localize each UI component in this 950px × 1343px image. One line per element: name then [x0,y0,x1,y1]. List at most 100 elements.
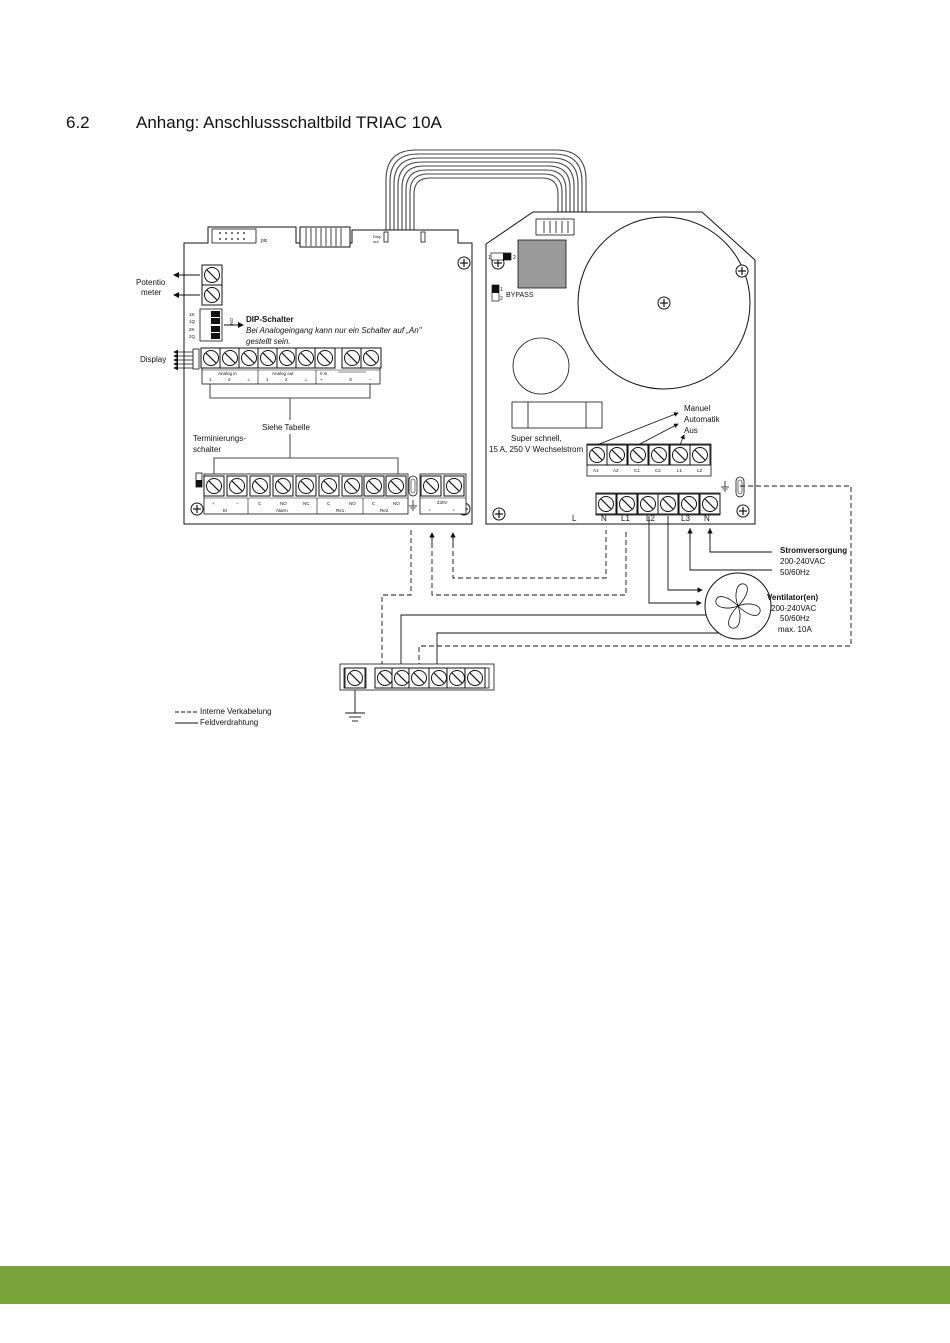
fan-title: Ventilator(en) [767,593,818,602]
group-label: EI [223,508,227,513]
group-label: Re1 [336,508,345,513]
terminal-mark: C [327,501,331,506]
power-terminal-label: N [601,514,607,523]
power-terminal-label: L3 [681,514,690,523]
power-terminal-label: N [704,514,710,523]
internal-wiring [381,485,852,667]
terminal-mark: + [212,501,215,506]
fuse-label-1: Super schnell, [511,434,562,443]
terminal-number: + [320,377,323,382]
mounting-screw-icon [492,507,506,521]
potentiometer-1 [201,264,223,286]
fan-icon [704,572,772,640]
legend-internal: Interne Verkabelung [200,707,272,716]
potentiometer-label-2: meter [141,288,162,297]
terminal-number: S [349,377,352,382]
terminal-mark: NO [393,501,400,506]
terminal-label: A2 [613,468,619,473]
supply-title: Stromversorgung [780,546,847,555]
svg-text:Disp: Disp [373,234,382,239]
terminal-mark: C [372,501,376,506]
group-analog-out: Analog out [272,371,294,376]
dip-row-3: 2K [189,327,195,332]
dip-on-label: ON [229,318,234,325]
mounting-screw-icon [735,264,749,278]
control-board: pic Disp out Potentio meter 1K 1Q 2K 2Q … [136,226,473,525]
fuse-label-2: 15 A, 250 V Wechselstrom [489,445,583,454]
mode-label-manual: Manuel [684,404,710,413]
terminal-number: ⊥ [247,377,251,382]
terminal-label: L1 [677,468,683,473]
bypass-label: BYPASS [506,292,534,299]
relay-terminal-block: + − C NO NC C NO C NO EI Alarm Re1 Re2 [203,473,409,515]
terminal-number: 2 [228,377,231,382]
terminal-number: − [369,377,372,382]
dip-title: DIP-Schalter [246,315,294,324]
terminal-mark: − [236,501,239,506]
terminal-mark: NC [303,501,310,506]
analog-terminal-block: Analog in Analog out 0 in 1 2 ⊥ 1 2 ⊥ + … [200,347,382,385]
fan-voltage: 200-240VAC [771,604,816,613]
dip-note-2: gestellt sein. [246,337,290,346]
ground-icon [409,500,417,511]
terminal-label: L2 [697,468,703,473]
group-0-in: 0 in [320,371,328,376]
power-board: 1 2 1 2 BYPASS Super schnell, 15 A, 250 … [485,211,756,525]
terminal-label: A1 [593,468,599,473]
section-heading: 6.2 Anhang: Anschlussschaltbild TRIAC 10… [66,113,442,133]
group-analog-in: Analog in [218,371,237,376]
group-label: Re2 [380,508,389,513]
power-terminal-block: 230V ~ ~ [419,473,467,515]
fan-frequency: 50/60Hz [780,614,810,623]
section-number: 6.2 [66,113,90,132]
potentiometer-2 [201,284,223,306]
terminal-number: 1 [209,377,212,382]
terminal-number: ⊥ [304,377,308,382]
mounting-screw-icon [736,504,750,518]
terminal-mark: ~ [452,508,455,514]
section-title: Anhang: Anschlussschaltbild TRIAC 10A [136,113,442,132]
field-wiring [400,516,772,667]
footer-bar [0,1266,950,1304]
power-terminal-label: L [572,514,577,523]
legend-field: Feldverdrahtung [200,718,258,727]
ribbon-connector [535,218,575,236]
display-label: Display [140,355,166,364]
switch-number-1: 1 [488,255,491,261]
dip-row-2: 1Q [189,319,196,324]
bypass-number-1: 1 [500,287,503,293]
termination-label-1: Terminierungs- [193,434,246,443]
fuse-holder [511,401,603,429]
dip-row-4: 2Q [189,334,196,339]
supply-frequency: 50/60Hz [780,568,810,577]
legend: Interne Verkabelung Feldverdrahtung [175,707,272,727]
potentiometer-label-1: Potentio [136,278,166,287]
fan-current: max. 10A [778,625,812,634]
earth-ground-icon [345,690,365,722]
group-label: Alarm [276,508,288,513]
terminal-number: 1 [266,377,269,382]
see-table-label: Siehe Tabelle [262,423,310,432]
terminal-mark: NO [280,501,287,506]
capacitor [512,337,570,395]
terminal-label: C1 [634,468,640,473]
switch-number-2: 2 [513,255,516,261]
mode-label-off: Aus [684,426,698,435]
display-connector [192,348,200,370]
mounting-screw-icon [457,256,471,270]
terminal-label: C2 [655,468,661,473]
mode-label-auto: Automatik [684,415,721,424]
supply-voltage: 200-240VAC [780,557,825,566]
mounting-screw-icon [657,296,671,310]
dip-row-1: 1K [189,312,195,317]
terminal-mark: C [258,501,262,506]
power-terminal-label: L2 [646,514,655,523]
ribbon-cable [385,149,587,232]
group-label: 230V [437,500,448,505]
dip-note-1: Bei Analogeingang kann nur ein Schalter … [246,326,423,335]
field-terminal-strip [339,663,495,691]
svg-text:out: out [373,239,379,244]
triac-module [517,239,567,289]
ground-icon [721,481,729,492]
